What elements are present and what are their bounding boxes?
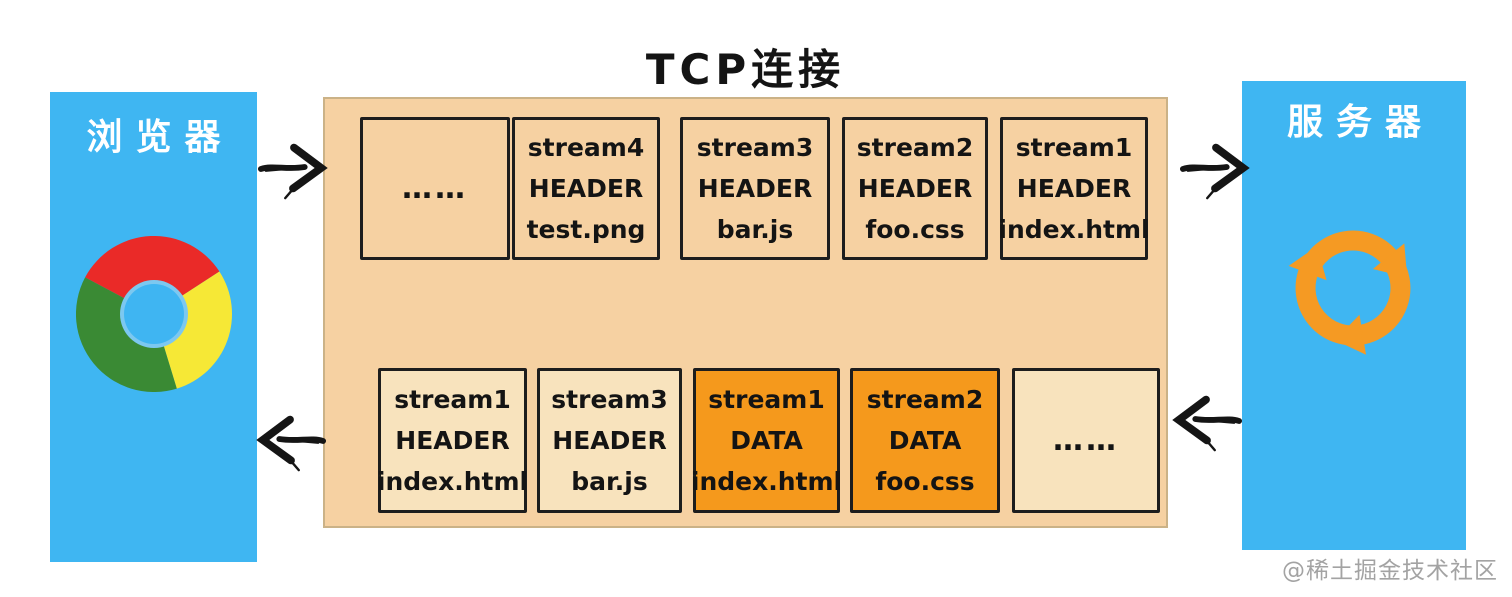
- frame-line: ……: [402, 171, 468, 206]
- frame-line: bar.js: [571, 467, 648, 496]
- frame-line: HEADER: [1016, 174, 1132, 203]
- frame-stream3-header-request: stream3 HEADER bar.js: [680, 117, 830, 260]
- server-panel: 服务器: [1242, 81, 1466, 550]
- frame-stream2-header-request: stream2 HEADER foo.css: [842, 117, 988, 260]
- watermark: @稀土掘金技术社区: [1282, 558, 1498, 584]
- frame-line: test.png: [526, 215, 646, 244]
- frame-stream1-header-response: stream1 HEADER index.html: [376, 368, 529, 513]
- frame-line: ……: [1053, 423, 1119, 458]
- frame-line: stream2: [856, 133, 974, 162]
- tcp-connection-title: TCP连接: [645, 45, 846, 94]
- frame-line: stream1: [1015, 133, 1133, 162]
- frame-request-ellipsis: ……: [360, 117, 510, 260]
- arrow-tcp-to-server-icon: [1180, 143, 1250, 200]
- frame-line: foo.css: [875, 467, 975, 496]
- refresh-arrows-icon: [1288, 230, 1411, 355]
- server-label: 服务器: [1286, 102, 1434, 143]
- frame-response-ellipsis: ……: [1012, 368, 1160, 513]
- arrow-tcp-to-browser-icon: [256, 415, 326, 472]
- frame-stream1-data: stream1 DATA index.html: [690, 368, 843, 513]
- frame-stream2-data: stream2 DATA foo.css: [850, 368, 1000, 513]
- chrome-logo-icon: [76, 236, 232, 392]
- frame-line: index.html: [998, 215, 1150, 244]
- frame-line: HEADER: [528, 174, 644, 203]
- frame-line: HEADER: [395, 426, 510, 455]
- frame-stream3-header-response: stream3 HEADER bar.js: [537, 368, 682, 513]
- frame-stream4-header: stream4 HEADER test.png: [512, 117, 660, 260]
- frame-line: foo.css: [865, 215, 965, 244]
- frame-line: DATA: [730, 426, 803, 455]
- frame-line: HEADER: [857, 174, 973, 203]
- arrow-server-to-tcp-icon: [1172, 395, 1242, 452]
- frame-line: stream2: [866, 385, 984, 414]
- frame-line: DATA: [888, 426, 962, 455]
- browser-label: 浏览器: [86, 117, 234, 158]
- frame-line: index.html: [376, 467, 529, 496]
- arrow-browser-to-tcp-icon: [258, 143, 328, 200]
- browser-panel: 浏览器: [50, 92, 257, 562]
- frame-line: index.html: [690, 467, 843, 496]
- frame-line: HEADER: [697, 174, 813, 203]
- frame-line: stream1: [708, 385, 825, 414]
- frame-line: stream3: [551, 385, 668, 414]
- frame-line: HEADER: [552, 426, 667, 455]
- frame-stream1-header-request: stream1 HEADER index.html: [998, 117, 1150, 260]
- frame-line: bar.js: [716, 215, 794, 244]
- frame-line: stream4: [527, 133, 645, 162]
- frame-line: stream1: [394, 385, 511, 414]
- frame-line: stream3: [696, 133, 814, 162]
